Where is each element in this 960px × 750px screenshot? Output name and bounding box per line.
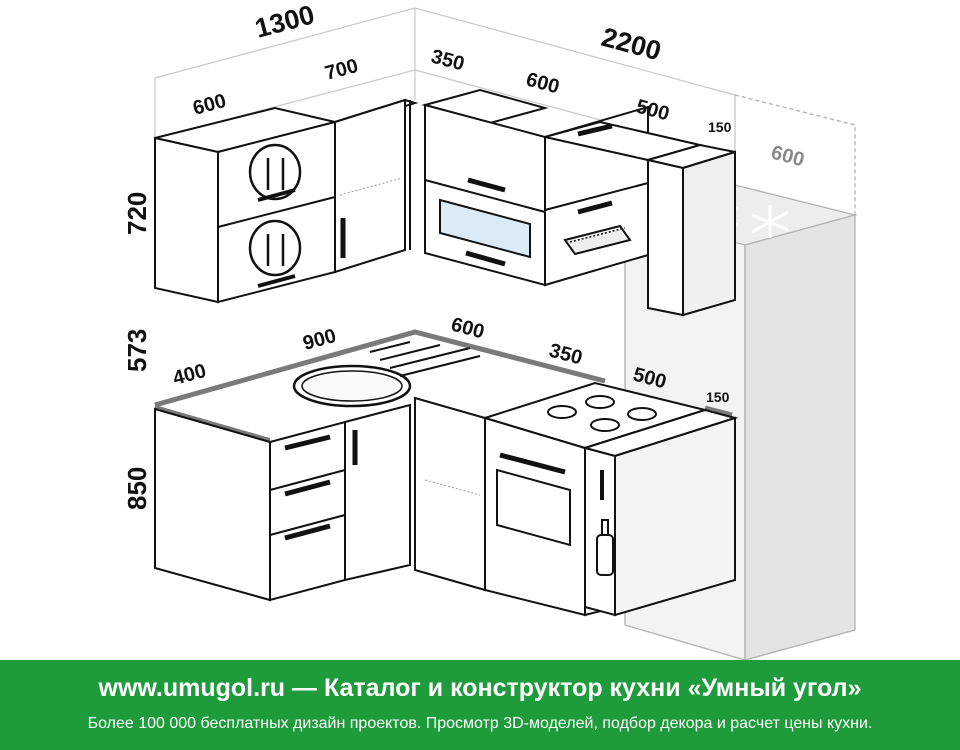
lower-cabinet-drawers [154,407,346,602]
plate-icon [248,143,302,202]
dim-height-850: 850 [122,467,152,510]
dim-height-573: 573 [122,329,152,372]
dim-upper-700: 700 [323,55,361,85]
dim-top-right: 2200 [598,22,664,67]
dim-upper-150: 150 [708,119,732,135]
plate-icon [248,219,302,288]
dim-counter-400: 400 [171,360,209,390]
dim-upper-600: 600 [191,90,229,120]
kitchen-drawing: 1300 2200 600 700 350 600 500 150 600 72… [122,0,858,660]
dim-counter-900: 900 [301,325,339,355]
bottle-icon [596,519,614,576]
upper-cabinet-700 [331,98,419,274]
lower-corner [414,396,486,592]
dim-counter-150: 150 [706,389,730,405]
dim-counter-600: 600 [449,314,487,344]
dim-upper-350: 350 [429,46,467,76]
lower-cabinet-door [344,403,411,582]
dim-upper-600-right: 600 [524,69,562,99]
footer-banner: www.umugol.ru — Каталог и конструктор ку… [0,660,960,750]
sink [292,364,412,408]
burner-icon [547,395,657,432]
upper-cabinet-150 [644,143,736,317]
dim-height-720: 720 [122,192,152,235]
lower-cabinet-150 [581,408,739,617]
sink-drain-board [369,341,481,377]
dim-fridge-600: 600 [769,142,807,172]
footer-title[interactable]: www.umugol.ru — Каталог и конструктор ку… [98,674,862,702]
upper-cabinet-left [154,106,336,304]
microwave [439,198,531,259]
footer-subtitle: Более 100 000 бесплатных дизайн проектов… [87,715,873,732]
